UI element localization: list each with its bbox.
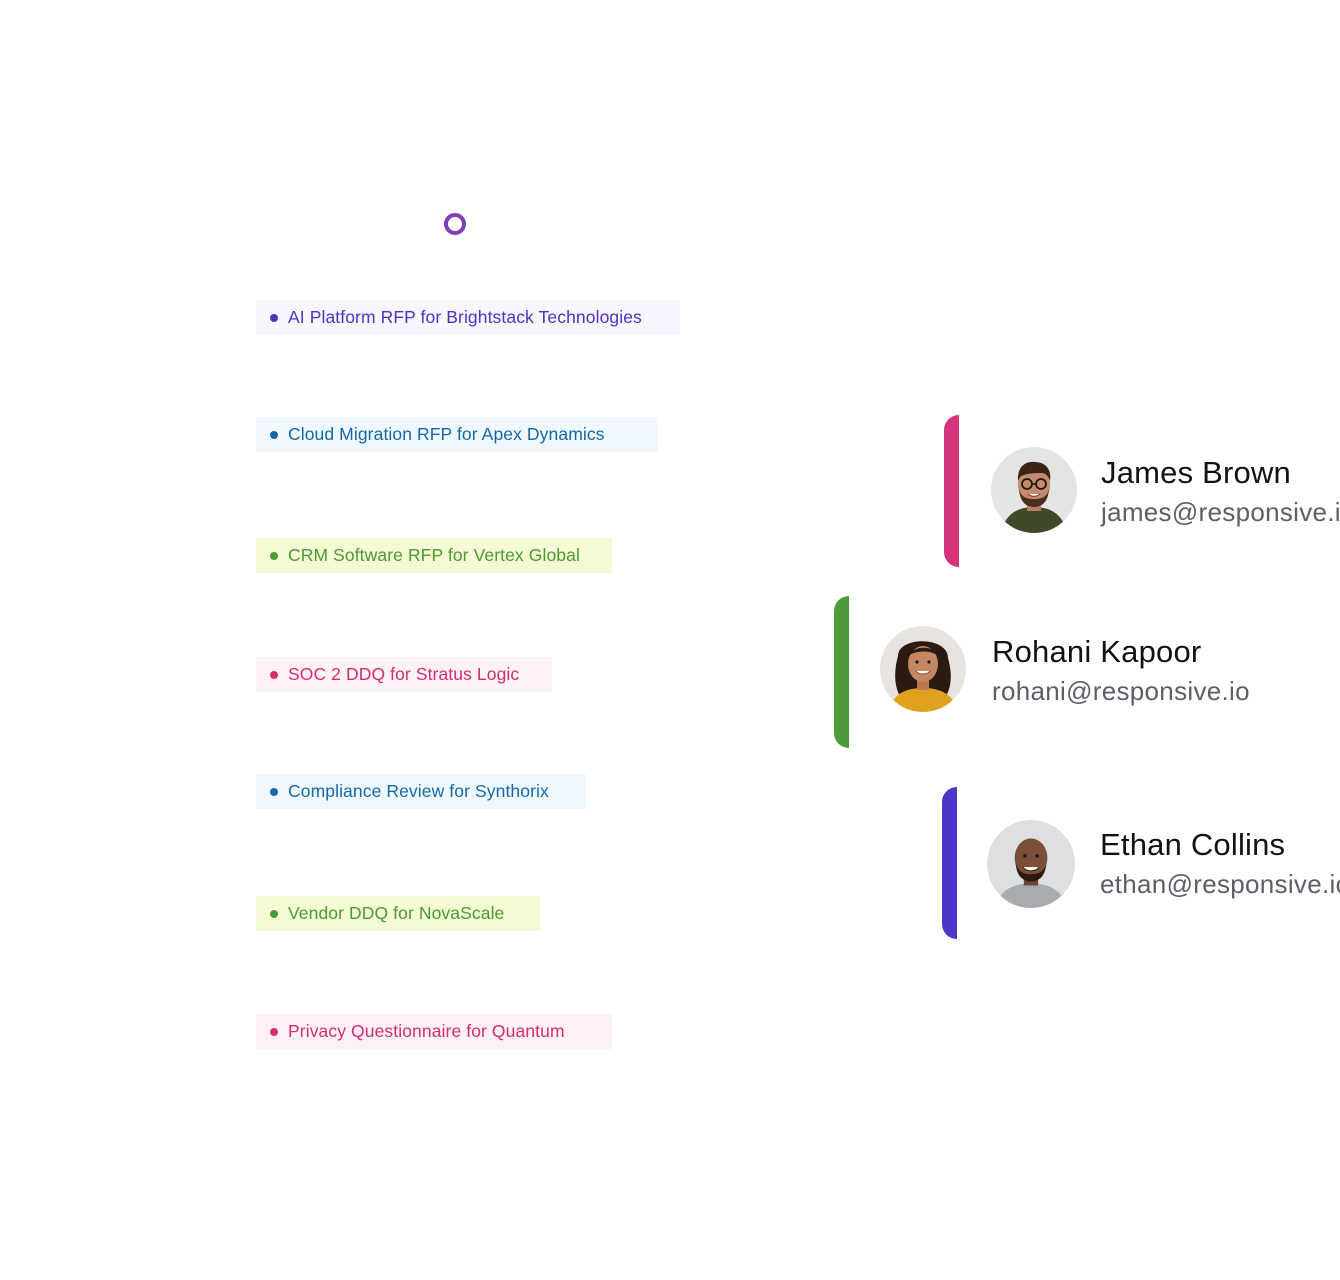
project-tag-stratus[interactable]: SOC 2 DDQ for Stratus Logic (256, 657, 552, 692)
project-tag-brightstack[interactable]: AI Platform RFP for Brightstack Technolo… (256, 300, 680, 335)
person-email[interactable]: james@responsive.io (1101, 497, 1340, 527)
project-tag-synthorix[interactable]: Compliance Review for Synthorix (256, 774, 586, 809)
accent-bar (944, 415, 959, 567)
person-name: Ethan Collins (1100, 827, 1286, 862)
project-tag-label: Compliance Review for Synthorix (288, 781, 549, 801)
project-tag-apex[interactable]: Cloud Migration RFP for Apex Dynamics (256, 417, 658, 452)
person-card-rohani[interactable]: Rohani Kapoor rohani@responsive.io (834, 596, 1340, 748)
avatar-ethan (987, 820, 1075, 908)
person-name: James Brown (1101, 455, 1291, 490)
project-tag-label: AI Platform RFP for Brightstack Technolo… (288, 307, 642, 327)
project-tag-label: Vendor DDQ for NovaScale (288, 903, 505, 923)
project-tag-novascale[interactable]: Vendor DDQ for NovaScale (256, 896, 540, 931)
accent-bar (834, 596, 849, 748)
accent-bar (942, 787, 957, 939)
avatar-james (991, 447, 1077, 533)
person-name: Rohani Kapoor (992, 634, 1202, 669)
person-card-ethan[interactable]: Ethan Collins ethan@responsive.io (942, 787, 1340, 939)
person-email[interactable]: ethan@responsive.io (1100, 869, 1340, 899)
person-email[interactable]: rohani@responsive.io (992, 676, 1250, 706)
project-tag-label: Privacy Questionnaire for Quantum (288, 1021, 565, 1041)
ring-icon (444, 213, 466, 235)
bullet-dot-icon (270, 787, 278, 796)
bullet-dot-icon (270, 430, 278, 439)
project-tag-label: SOC 2 DDQ for Stratus Logic (288, 664, 520, 684)
bullet-dot-icon (270, 909, 278, 918)
project-tag-vertex[interactable]: CRM Software RFP for Vertex Global (256, 538, 612, 573)
bullet-dot-icon (270, 1027, 278, 1036)
bullet-dot-icon (270, 551, 278, 560)
bullet-dot-icon (270, 313, 278, 322)
avatar-rohani (880, 626, 966, 712)
project-tag-label: CRM Software RFP for Vertex Global (288, 545, 580, 565)
project-tag-quantum[interactable]: Privacy Questionnaire for Quantum (256, 1014, 612, 1049)
person-card-james[interactable]: James Brown james@responsive.io (944, 415, 1340, 567)
bullet-dot-icon (270, 670, 278, 679)
project-tag-label: Cloud Migration RFP for Apex Dynamics (288, 424, 605, 444)
